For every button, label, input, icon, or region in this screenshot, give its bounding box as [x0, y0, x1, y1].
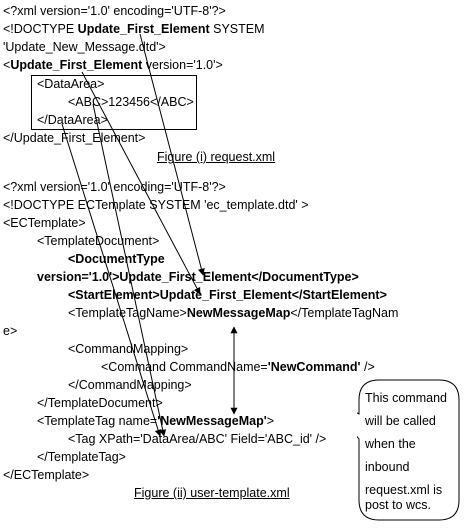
arrow-doctype-to-documenttype: [139, 33, 205, 276]
fig1-doctype-prefix: <!DOCTYPE: [3, 22, 78, 36]
arrow-dataarea-to-xpath: [61, 123, 162, 437]
fig1-root-close: </Update_First_Element>: [3, 131, 146, 145]
fig1-root-element: Update_First_Element: [10, 58, 143, 72]
callout-line-2: will be called: [365, 414, 436, 428]
callout-line-1: This command: [365, 391, 447, 405]
dataarea-box: [31, 75, 197, 130]
fig2-templatedocument-close: </TemplateDocument>: [37, 396, 163, 410]
fig2-commandmapping-open: <CommandMapping>: [68, 342, 189, 356]
callout-line-3: when the: [365, 437, 416, 451]
fig1-dataarea-close: </DataArea>: [37, 113, 108, 127]
callout-line-4: inbound: [365, 460, 410, 474]
fig2-templatedocument-open: <TemplateDocument>: [37, 234, 160, 248]
fig1-dtd-name: 'Update_New_Message.dtd'>: [3, 40, 166, 54]
fig1-root-open-bracket: <: [3, 58, 11, 72]
callout-line-5: request.xml is: [365, 483, 443, 497]
fig2-documenttype-value: version='1.0'>Update_First_Element</Docu…: [37, 270, 359, 284]
figure2-caption: Figure (ii) user-template.xml: [134, 486, 290, 500]
fig1-root-open-line: <Update_First_Element version='1.0'>: [3, 58, 223, 73]
fig2-templatetagname-open: <TemplateTagName>: [68, 306, 187, 320]
arrow-abc-to-xpath: [92, 103, 167, 437]
fig2-templatetag-attr: <TemplateTag name=: [37, 414, 158, 428]
fig2-command-line: <Command CommandName='NewCommand' />: [101, 360, 375, 375]
fig2-startelement: <StartElement>Update_First_Element</Star…: [68, 288, 387, 302]
fig2-templatetagname-line: <TemplateTagName>NewMessageMap</Template…: [68, 306, 398, 321]
fig2-command-attr: <Command CommandName=: [101, 360, 268, 374]
fig2-templatetag-end: >: [266, 414, 274, 428]
callout-shape: [357, 379, 460, 521]
fig2-commandmapping-close: </CommandMapping>: [68, 378, 192, 392]
fig2-tag-xpath: <Tag XPath='DataArea/ABC' Field='ABC_id'…: [68, 432, 327, 446]
fig2-doctype-line: <!DOCTYPE ECTemplate SYSTEM 'ec_template…: [3, 198, 309, 212]
fig2-templatetagname-close: </TemplateTagNam: [290, 306, 399, 320]
fig1-doctype-line: <!DOCTYPE Update_First_Element SYSTEM: [3, 22, 265, 37]
fig1-doctype-element: Update_First_Element: [77, 22, 210, 36]
fig2-xml-declaration: <?xml version='1.0' encoding='UTF-8'?>: [3, 180, 226, 194]
fig1-root-version: version='1.0'>: [142, 58, 223, 72]
fig2-templatetag-close: </TemplateTag>: [37, 450, 126, 464]
fig2-templatetagname-value: NewMessageMap: [186, 306, 291, 320]
fig2-templatetag-name: 'NewMessageMap': [157, 414, 267, 428]
fig2-command-close: />: [360, 360, 375, 374]
callout-bubble: This command will be called when the inb…: [357, 379, 460, 521]
fig2-templatetag-line: <TemplateTag name='NewMessageMap'>: [37, 414, 274, 429]
fig1-doctype-system: SYSTEM: [209, 22, 265, 36]
arrow-root-to-startelement: [81, 71, 201, 295]
fig2-documenttype-open: <DocumentType: [68, 252, 165, 266]
fig2-command-name: 'NewCommand': [267, 360, 361, 374]
fig1-xml-declaration: <?xml version='1.0' encoding='UTF-8'?>: [3, 4, 226, 18]
fig1-dataarea-open: <DataArea>: [37, 77, 105, 91]
callout-line-6: post to wcs.: [365, 498, 431, 512]
fig2-ectemplate-open: <ECTemplate>: [3, 216, 86, 230]
figure1-caption: Figure (i) request.xml: [157, 150, 276, 164]
fig2-templatetagname-wrap: e>: [3, 324, 18, 338]
fig2-ectemplate-close: </ECTemplate>: [3, 468, 90, 482]
